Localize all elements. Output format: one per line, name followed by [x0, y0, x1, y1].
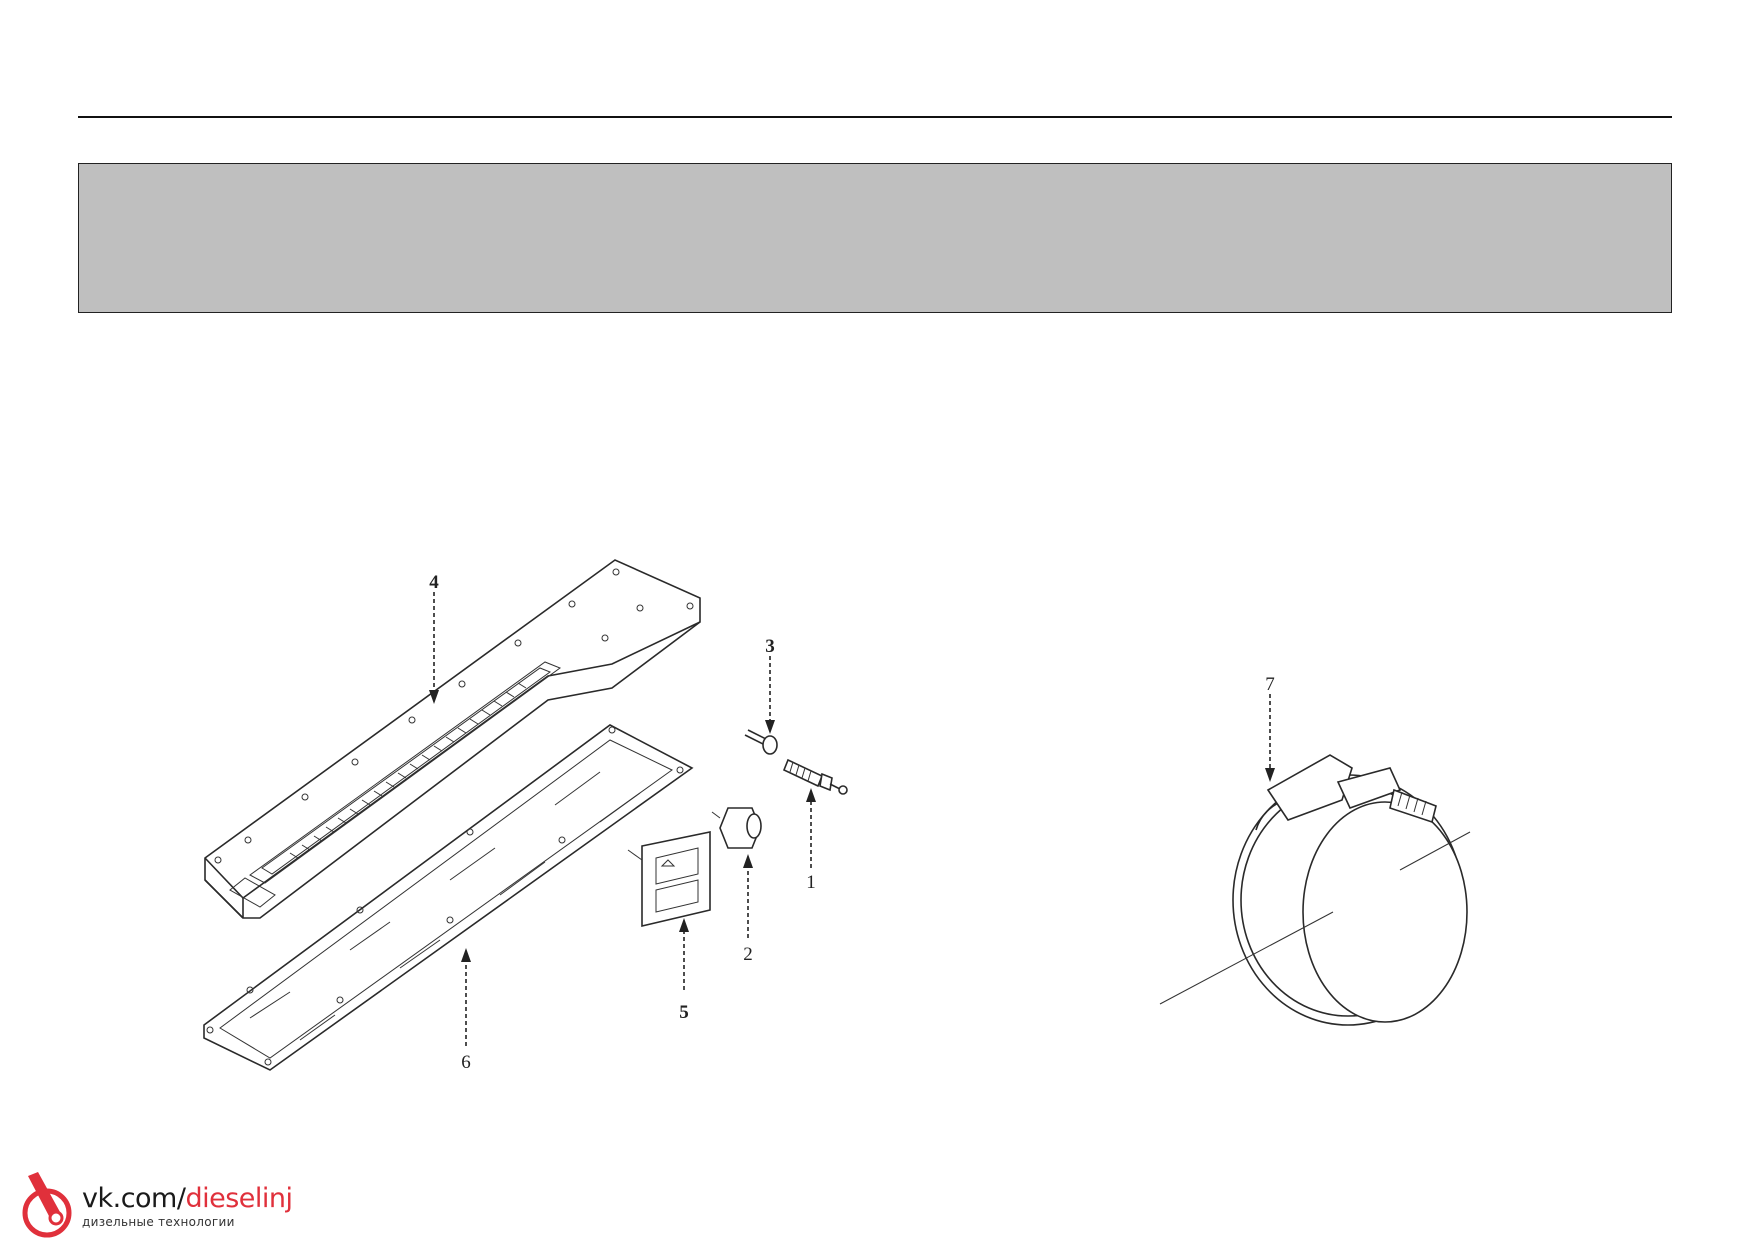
watermark-url-prefix: vk.com/ — [82, 1183, 186, 1214]
top-rule — [78, 116, 1672, 118]
watermark-subtitle: дизельные технологии — [82, 1215, 235, 1229]
callout-5: 5 — [679, 1002, 689, 1023]
watermark-url[interactable]: vk.com/dieselinj — [82, 1183, 293, 1214]
part-4-bolt-holes — [214, 568, 694, 864]
part-4-cover-plate — [204, 559, 701, 919]
leader-arrows — [429, 592, 1275, 1046]
part-2-plug — [711, 807, 762, 849]
watermark-logo — [22, 1172, 72, 1238]
part-4-fins — [289, 682, 527, 859]
part-6-slots — [249, 771, 641, 1041]
callout-4: 4 — [429, 572, 439, 593]
part-5-label-plate — [627, 831, 711, 928]
callout-7: 7 — [1265, 674, 1275, 695]
callout-6: 6 — [461, 1052, 471, 1073]
injector-logo-icon — [22, 1172, 72, 1238]
part-6-gasket — [203, 724, 694, 1071]
part-3-fitting — [744, 729, 778, 755]
part-1-bolt — [782, 758, 848, 795]
part-7-hose-clamp — [1159, 754, 1471, 1026]
part-6-bolt-holes — [206, 726, 684, 1066]
watermark-url-accent: dieselinj — [185, 1183, 293, 1214]
callout-3: 3 — [765, 636, 775, 657]
header-band — [78, 163, 1672, 313]
callout-1: 1 — [806, 872, 816, 893]
callout-2: 2 — [743, 944, 753, 965]
